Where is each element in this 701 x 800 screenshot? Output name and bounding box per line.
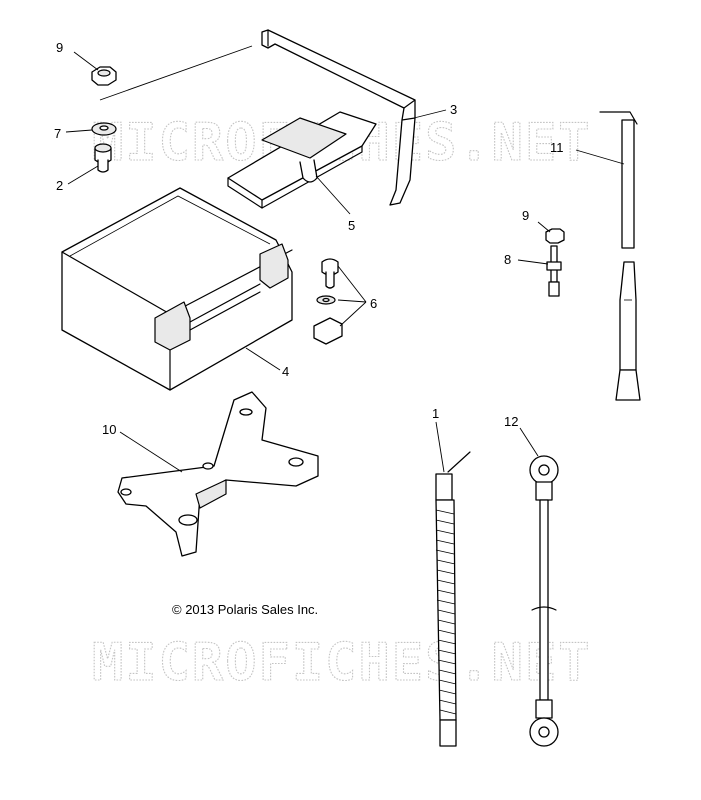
part-9-nut-right[interactable] <box>545 228 565 244</box>
part-11-cable[interactable] <box>599 111 641 401</box>
callout-11: 11 <box>550 140 564 155</box>
callout-7: 7 <box>54 126 61 141</box>
part-6-hardware[interactable] <box>313 258 343 345</box>
callout-1: 1 <box>432 406 439 421</box>
callout-4: 4 <box>282 364 289 379</box>
callout-10: 10 <box>102 422 116 437</box>
part-5-strap[interactable] <box>227 111 377 209</box>
part-2-bolt[interactable] <box>94 143 112 173</box>
callout-3: 3 <box>450 102 457 117</box>
callout-2: 2 <box>56 178 63 193</box>
callout-5: 5 <box>348 218 355 233</box>
part-10-tray[interactable] <box>117 391 319 557</box>
part-8-stud[interactable] <box>546 245 562 297</box>
watermark-bottom: MICROFICHES.NET <box>92 633 592 693</box>
callout-6: 6 <box>370 296 377 311</box>
leader-lines <box>65 45 625 473</box>
part-9-nut[interactable] <box>91 66 117 86</box>
callout-9: 9 <box>56 40 63 55</box>
part-12-strap[interactable] <box>529 455 559 747</box>
part-7-washer[interactable] <box>91 122 117 136</box>
callout-9-right: 9 <box>522 208 529 223</box>
part-3-bracket[interactable] <box>261 29 416 206</box>
part-1-cable[interactable] <box>435 451 471 747</box>
callout-8: 8 <box>504 252 511 267</box>
callout-12: 12 <box>504 414 518 429</box>
copyright-text: © 2013 Polaris Sales Inc. <box>172 602 318 617</box>
part-4-battery[interactable] <box>61 187 293 391</box>
